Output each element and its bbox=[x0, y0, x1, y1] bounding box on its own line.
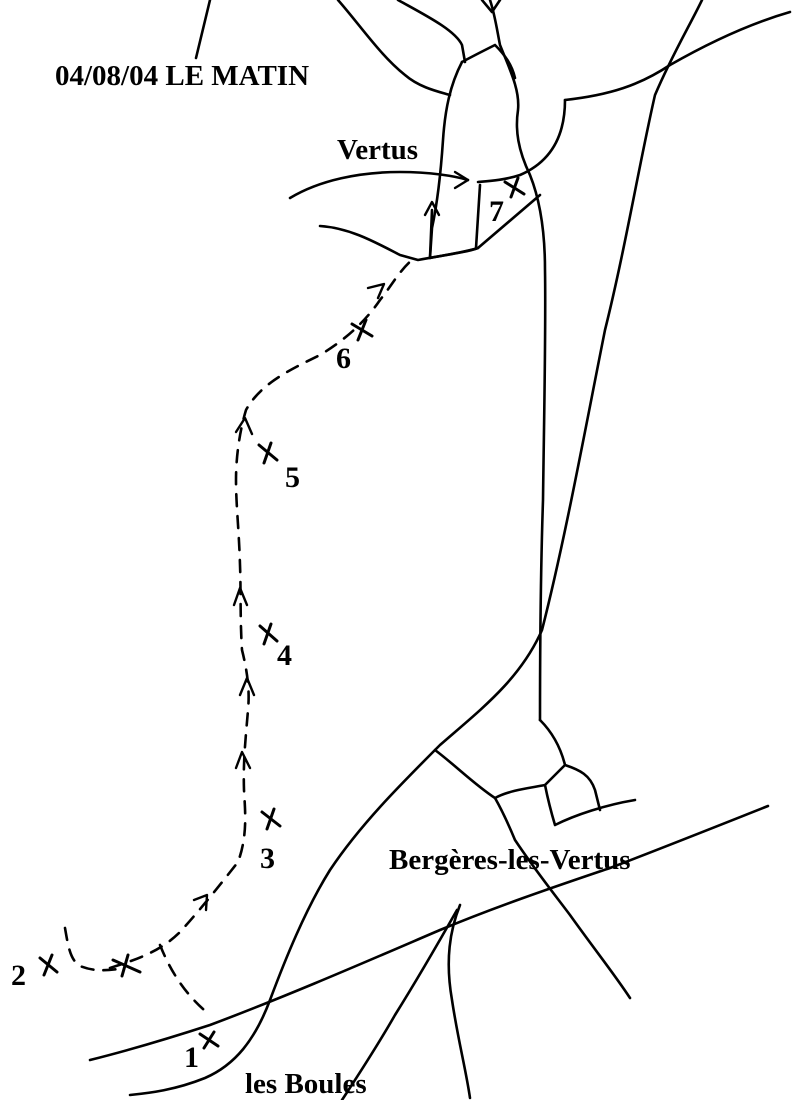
dashed-route-west bbox=[63, 926, 127, 972]
road bbox=[288, 170, 470, 200]
road bbox=[318, 193, 542, 262]
cross-icon bbox=[260, 807, 282, 831]
waypoint-label-3: 3 bbox=[260, 842, 275, 875]
waypoint-marks bbox=[38, 176, 526, 1050]
road bbox=[447, 903, 472, 1100]
cross-icon bbox=[38, 953, 59, 977]
place-label-bergeres: Bergères-les-Vertus bbox=[389, 844, 631, 876]
cross-icon bbox=[257, 441, 279, 465]
road bbox=[336, 0, 452, 97]
vertus-arc bbox=[476, 98, 567, 184]
route bbox=[63, 208, 434, 1017]
road bbox=[480, 0, 502, 14]
waypoint-label-4: 4 bbox=[277, 639, 292, 672]
arrow-icon bbox=[192, 893, 209, 912]
arrow-icon bbox=[238, 676, 256, 697]
roads bbox=[88, 0, 792, 1100]
road bbox=[474, 183, 482, 250]
place-label-vertus: Vertus bbox=[337, 134, 419, 166]
cross-icon bbox=[350, 318, 374, 342]
arrow-icon bbox=[234, 750, 252, 770]
direction-arrows bbox=[192, 170, 470, 912]
arrow-icon bbox=[423, 200, 441, 217]
road bbox=[488, 0, 547, 722]
road bbox=[194, 0, 212, 60]
road bbox=[340, 908, 459, 1100]
road bbox=[543, 783, 637, 827]
road bbox=[433, 718, 567, 800]
road bbox=[563, 10, 792, 102]
place-label-les-boules: les Boules bbox=[245, 1068, 367, 1100]
route-to-town bbox=[428, 208, 434, 260]
waypoint-label-6: 6 bbox=[336, 342, 351, 375]
waypoint-label-5: 5 bbox=[285, 461, 300, 494]
main-crossroad bbox=[88, 804, 770, 1062]
dashed-route bbox=[108, 258, 414, 970]
cross-icon bbox=[111, 953, 142, 978]
road bbox=[460, 43, 517, 80]
arrow-icon bbox=[232, 586, 249, 607]
arrow-icon bbox=[366, 282, 386, 300]
waypoint-label-7: 7 bbox=[489, 195, 504, 228]
road bbox=[563, 763, 602, 812]
road bbox=[493, 796, 632, 1000]
cross-icon bbox=[198, 1030, 220, 1050]
cross-icon bbox=[503, 176, 526, 199]
dashed-route-branch bbox=[158, 943, 212, 1017]
waypoint-label-2: 2 bbox=[11, 959, 26, 992]
road bbox=[396, 0, 467, 64]
waypoint-label-1: 1 bbox=[184, 1041, 199, 1074]
map-title: 04/08/04 LE MATIN bbox=[55, 60, 310, 92]
arrow-icon bbox=[453, 170, 470, 190]
cross-icon bbox=[258, 622, 279, 646]
road bbox=[128, 0, 704, 1097]
arrow-icon bbox=[234, 416, 254, 436]
